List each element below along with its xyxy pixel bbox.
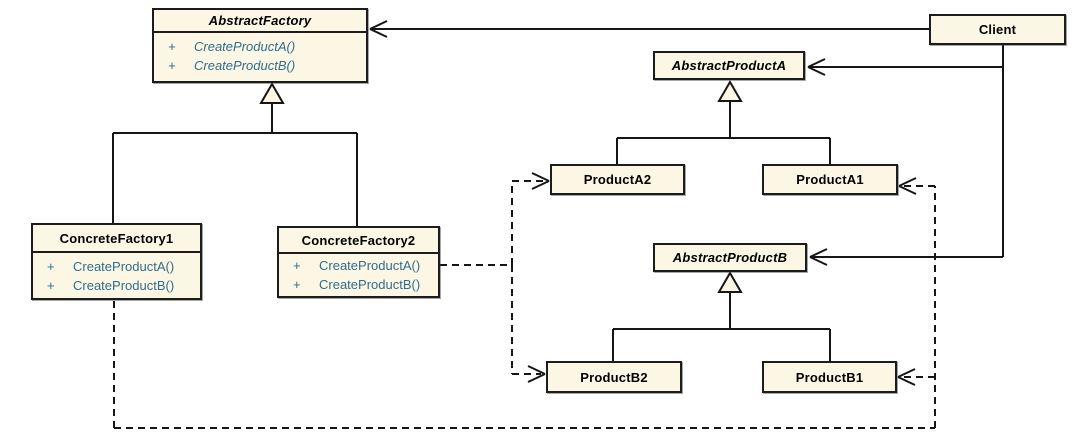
generalization-products-abstractproducta bbox=[616, 80, 831, 164]
class-box-producta2[interactable]: ProductA2 bbox=[550, 164, 685, 195]
visibility-symbol: + bbox=[293, 258, 301, 273]
association-client-abstractfactory bbox=[369, 20, 929, 38]
class-box-abstractfactory[interactable]: AbstractFactory + CreateProductA() + Cre… bbox=[152, 8, 368, 83]
visibility-symbol: + bbox=[47, 259, 55, 274]
class-title: AbstractProductB bbox=[672, 250, 788, 265]
class-title: AbstractFactory bbox=[154, 10, 366, 33]
class-box-concretefactory1[interactable]: ConcreteFactory1 + CreateProductA() + Cr… bbox=[31, 223, 202, 300]
class-box-producta1[interactable]: ProductA1 bbox=[762, 164, 898, 195]
methods-compartment: + CreateProductA() + CreateProductB() bbox=[154, 33, 366, 75]
class-box-abstractproductb[interactable]: AbstractProductB bbox=[653, 243, 807, 272]
dependency-concretefactory1-products bbox=[113, 177, 936, 429]
class-title: ProductB2 bbox=[580, 369, 648, 385]
visibility-symbol: + bbox=[47, 278, 55, 293]
method-signature: CreateProductB() bbox=[73, 278, 175, 293]
method-signature: CreateProductA() bbox=[319, 258, 421, 273]
class-title: Client bbox=[978, 22, 1017, 37]
visibility-symbol: + bbox=[168, 58, 176, 73]
dependency-concretefactory2-products bbox=[440, 172, 550, 383]
class-title: AbstractProductA bbox=[671, 58, 787, 73]
class-box-abstractproducta[interactable]: AbstractProductA bbox=[653, 51, 805, 80]
method-createproducta: + CreateProductA() bbox=[279, 256, 438, 275]
generalization-products-abstractproductb bbox=[612, 271, 831, 361]
method-createproducta: + CreateProductA() bbox=[154, 37, 366, 56]
method-signature: CreateProductA() bbox=[73, 259, 175, 274]
method-signature: CreateProductB() bbox=[319, 277, 421, 292]
class-title: ProductA1 bbox=[796, 172, 864, 187]
association-client-abstractproducta bbox=[807, 58, 1003, 76]
method-createproductb: + CreateProductB() bbox=[279, 275, 438, 294]
method-signature: CreateProductB() bbox=[194, 58, 296, 73]
class-title: ConcreteFactory2 bbox=[279, 228, 438, 254]
class-box-productb2[interactable]: ProductB2 bbox=[546, 361, 682, 393]
class-box-client[interactable]: Client bbox=[929, 14, 1066, 45]
class-box-productb1[interactable]: ProductB1 bbox=[762, 361, 897, 393]
method-createproductb: + CreateProductB() bbox=[33, 276, 200, 295]
generalization-factories-abstractfactory bbox=[112, 82, 358, 226]
class-box-concretefactory2[interactable]: ConcreteFactory2 + CreateProductA() + Cr… bbox=[277, 226, 440, 298]
method-signature: CreateProductA() bbox=[194, 39, 296, 54]
class-title: ProductB1 bbox=[795, 369, 864, 385]
visibility-symbol: + bbox=[168, 39, 176, 54]
class-title: ProductA2 bbox=[583, 172, 652, 187]
method-createproductb: + CreateProductB() bbox=[154, 56, 366, 75]
methods-compartment: + CreateProductA() + CreateProductB() bbox=[279, 254, 438, 294]
method-createproducta: + CreateProductA() bbox=[33, 257, 200, 276]
class-title: ConcreteFactory1 bbox=[33, 225, 200, 253]
methods-compartment: + CreateProductA() + CreateProductB() bbox=[33, 253, 200, 295]
association-client-abstractproductb bbox=[809, 248, 1003, 266]
visibility-symbol: + bbox=[293, 277, 301, 292]
